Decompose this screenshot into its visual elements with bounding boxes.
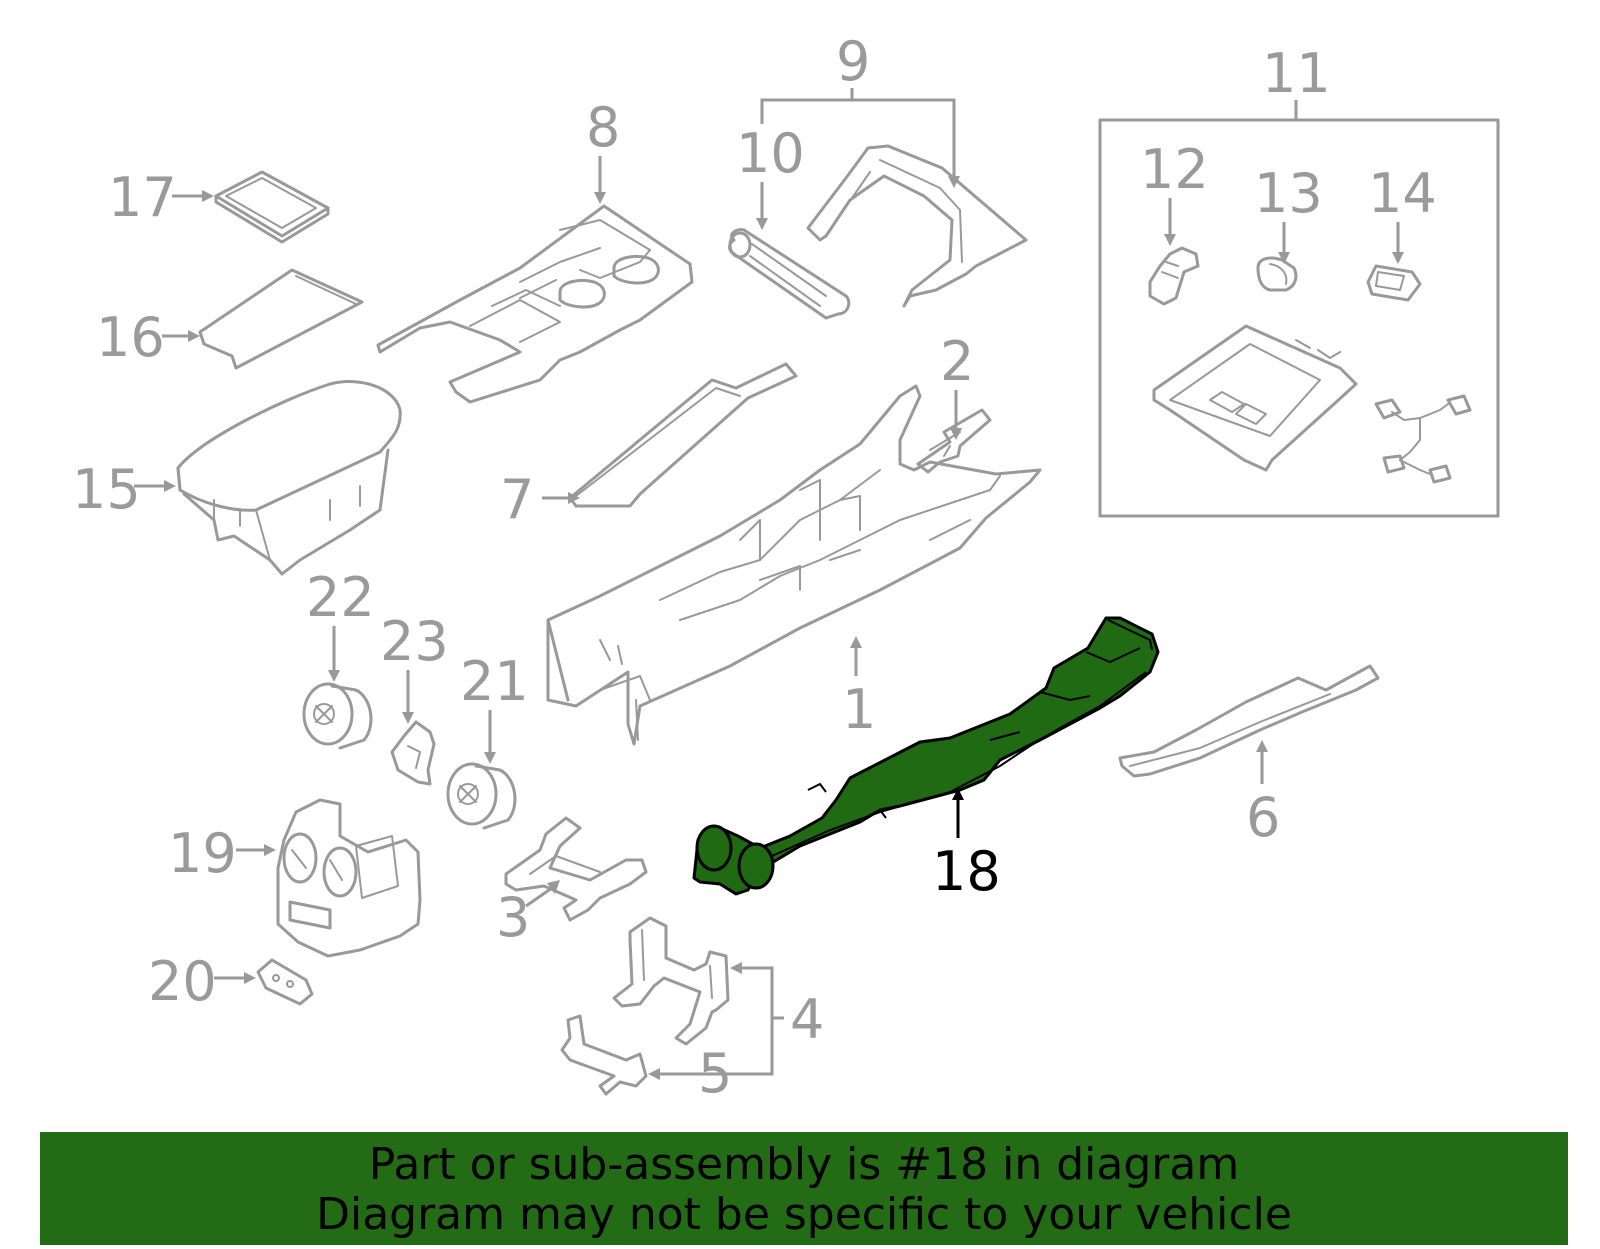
part-21-drawing bbox=[446, 762, 517, 830]
part-10-drawing bbox=[728, 228, 851, 320]
callout-6[interactable]: 6 bbox=[1246, 786, 1280, 849]
callout-7[interactable]: 7 bbox=[500, 468, 534, 531]
callout-23[interactable]: 23 bbox=[380, 610, 449, 673]
callout-14[interactable]: 14 bbox=[1368, 162, 1437, 225]
part-22-drawing bbox=[302, 682, 373, 750]
callout-3[interactable]: 3 bbox=[496, 886, 530, 949]
callout-16[interactable]: 16 bbox=[96, 306, 165, 369]
part-18-highlighted[interactable] bbox=[692, 616, 1160, 896]
callout-2[interactable]: 2 bbox=[940, 330, 974, 393]
callout-22[interactable]: 22 bbox=[306, 566, 375, 629]
callout-20[interactable]: 20 bbox=[148, 950, 217, 1013]
callout-15[interactable]: 15 bbox=[72, 458, 141, 521]
callout-18[interactable]: 18 bbox=[932, 840, 1001, 903]
part-16-drawing bbox=[198, 268, 364, 370]
part-6-drawing bbox=[1118, 664, 1380, 778]
part-20-drawing bbox=[256, 958, 314, 1006]
callout-11[interactable]: 11 bbox=[1262, 42, 1331, 105]
part-15-drawing bbox=[176, 380, 402, 576]
banner-line-disclaimer: Diagram may not be specific to your vehi… bbox=[316, 1189, 1292, 1240]
leader-lines bbox=[134, 88, 1404, 1080]
callout-19[interactable]: 19 bbox=[168, 822, 237, 885]
part-17-drawing bbox=[214, 170, 330, 244]
callout-10[interactable]: 10 bbox=[736, 122, 805, 185]
callout-5[interactable]: 5 bbox=[698, 1042, 732, 1105]
part-19-drawing bbox=[276, 798, 422, 958]
part-8-drawing bbox=[376, 204, 694, 404]
part-1-drawing bbox=[546, 384, 1042, 746]
callout-21[interactable]: 21 bbox=[460, 650, 529, 713]
callout-1[interactable]: 1 bbox=[842, 678, 876, 741]
info-banner: Part or sub-assembly is #18 in diagram D… bbox=[40, 1132, 1568, 1245]
part-5-drawing bbox=[560, 1014, 648, 1096]
callout-4[interactable]: 4 bbox=[790, 988, 824, 1051]
callout-12[interactable]: 12 bbox=[1140, 138, 1209, 201]
banner-line-part: Part or sub-assembly is #18 in diagram bbox=[368, 1139, 1240, 1190]
callout-17[interactable]: 17 bbox=[108, 166, 177, 229]
callout-8[interactable]: 8 bbox=[586, 96, 620, 159]
part-4-drawing bbox=[612, 916, 730, 1046]
callout-13[interactable]: 13 bbox=[1254, 162, 1323, 225]
part-11-box bbox=[1098, 118, 1500, 518]
callout-9[interactable]: 9 bbox=[836, 30, 870, 93]
callout-labels: 17 16 15 8 9 10 11 12 13 14 2 7 1 18 6 2… bbox=[72, 30, 1437, 1105]
part-23-drawing bbox=[390, 720, 436, 786]
part-7-drawing bbox=[568, 362, 798, 508]
part-9-drawing bbox=[806, 144, 1028, 308]
